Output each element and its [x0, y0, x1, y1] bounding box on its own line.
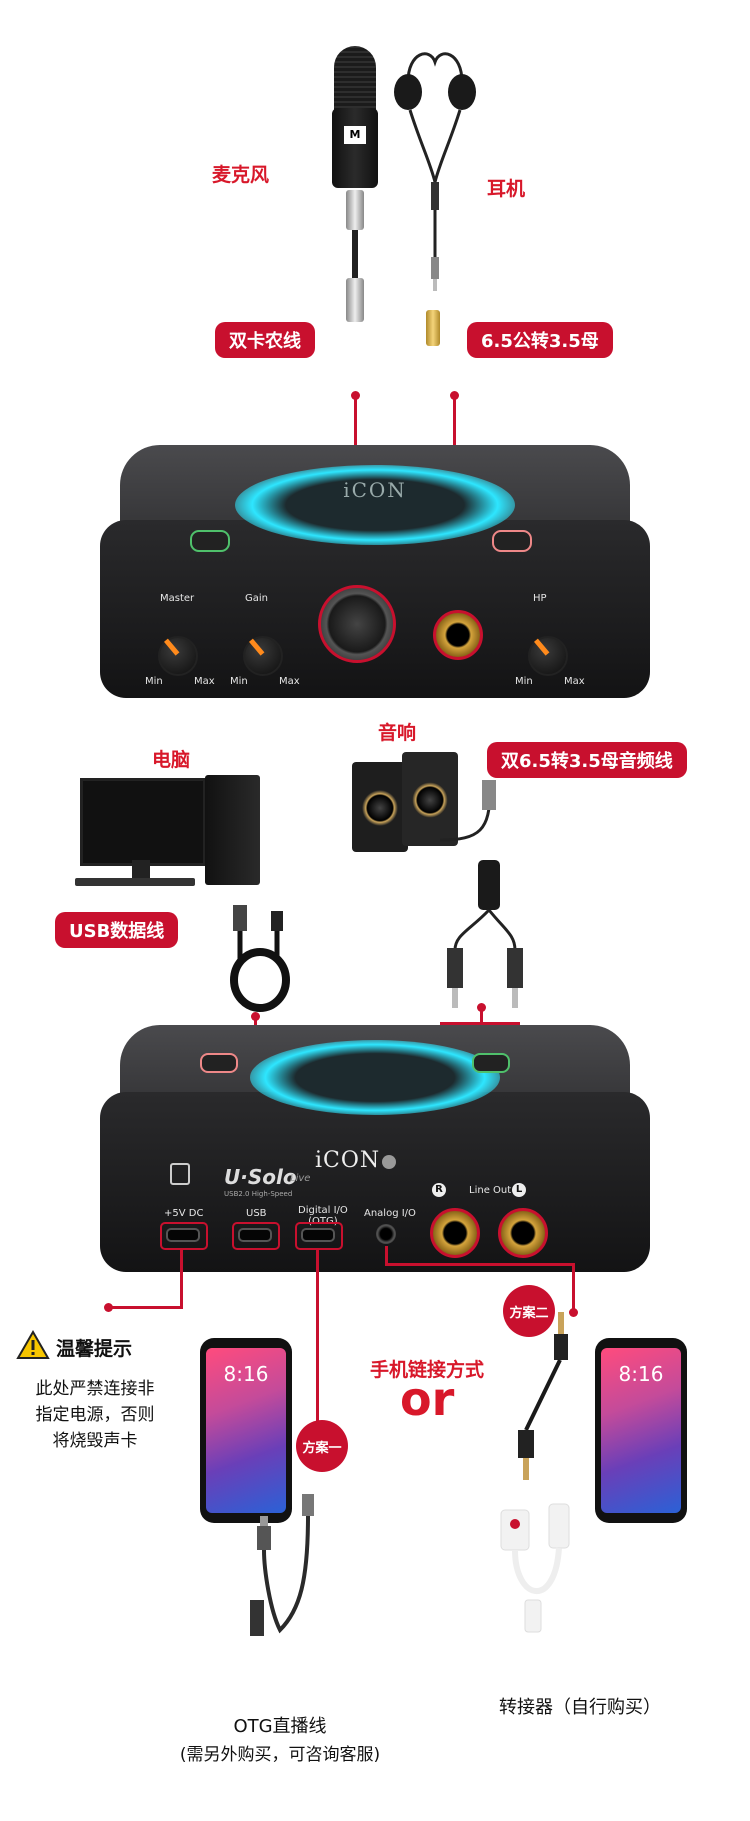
combo-xlr-input[interactable]: [318, 585, 396, 663]
headphone-jack[interactable]: [433, 610, 483, 660]
usb-cable-image: [230, 905, 290, 1012]
phone-method-label: 手机链接方式: [370, 1359, 485, 1381]
analog-io-port[interactable]: [376, 1224, 396, 1244]
adapter-65-image: [426, 310, 440, 346]
warning-triangle-icon: [16, 1330, 50, 1359]
port-highlight: [295, 1222, 343, 1250]
wire: [480, 1008, 483, 1022]
gain-label: Gain: [245, 593, 268, 604]
warning-line: 将烧毁声卡: [52, 1431, 138, 1451]
port-digital-label: Digital I/O (OTG): [298, 1205, 348, 1227]
line-out-label: Line Out: [469, 1185, 512, 1196]
port-highlight: [232, 1222, 280, 1250]
xlr-cable-image: [340, 190, 370, 340]
hp-knob[interactable]: [528, 636, 568, 676]
model-name: U·Solo: [224, 1165, 297, 1189]
min-label: Min: [515, 676, 533, 687]
usb-port[interactable]: [238, 1228, 272, 1242]
wire-dot: [450, 391, 459, 400]
master-knob[interactable]: [158, 636, 198, 676]
port-usb-label: USB: [246, 1208, 267, 1219]
dc-port[interactable]: [166, 1228, 200, 1242]
port-highlight: [160, 1222, 208, 1250]
wire: [385, 1246, 388, 1266]
warning-title: 温馨提示: [56, 1338, 133, 1360]
converter-caption: 转接器（自行购买）: [499, 1697, 661, 1718]
min-label: Min: [230, 676, 248, 687]
led-left: [200, 1053, 238, 1073]
led-right: [472, 1053, 510, 1073]
phone-left: 8:16: [200, 1338, 292, 1523]
phone-time: 8:16: [223, 1362, 269, 1386]
line-out-r-jack[interactable]: [430, 1208, 480, 1258]
adapter-tag: 6.5公转3.5母: [467, 322, 613, 358]
xlr-cable-tag: 双卡农线: [215, 322, 315, 358]
microphone-image: M: [330, 46, 380, 191]
wire: [110, 1306, 183, 1309]
wire-dot: [251, 1012, 260, 1021]
lock-icon: [170, 1163, 190, 1185]
max-label: Max: [279, 676, 300, 687]
aux-cable-image: [518, 1312, 568, 1480]
master-label: Master: [160, 593, 195, 604]
l-channel-label: L: [512, 1183, 526, 1197]
model-desc: USB2.0 High-Speed: [224, 1190, 293, 1198]
otg-note-caption: (需另外购买，可咨询客服): [179, 1745, 381, 1765]
scheme-two-badge: 方案二: [503, 1285, 555, 1337]
wire: [180, 1248, 183, 1308]
phone-right: 8:16: [595, 1338, 687, 1523]
hp-label: HP: [533, 593, 547, 604]
warning-line: 指定电源，否则: [35, 1405, 155, 1425]
status-led-left: [190, 530, 230, 552]
wire: [440, 1022, 520, 1025]
back-brand-logo: iCON: [315, 1148, 381, 1173]
computer-label: 电脑: [152, 749, 191, 771]
wire-dot: [351, 391, 360, 400]
r-channel-label: R: [432, 1183, 446, 1197]
wire: [316, 1248, 319, 1428]
logo-circle-icon: [382, 1155, 396, 1169]
dual-65-cable-tag: 双6.5转3.5母音频线: [487, 742, 687, 778]
line-out-l-jack[interactable]: [498, 1208, 548, 1258]
wire-dot: [104, 1303, 113, 1312]
port-dc-label: +5V DC: [164, 1208, 204, 1219]
glow-ring: [250, 1040, 500, 1115]
otg-cable-caption: OTG直播线: [233, 1716, 327, 1737]
brand-logo: iCON: [343, 478, 407, 502]
wire: [572, 1263, 575, 1311]
phone-time: 8:16: [618, 1362, 664, 1386]
dual-65-cable-image: [439, 780, 523, 1008]
warning-line: 此处严禁连接非: [35, 1379, 155, 1399]
wire-dot: [569, 1308, 578, 1317]
earphones-label: 耳机: [487, 178, 526, 200]
model-sub: Live: [290, 1173, 311, 1184]
earphones-image: [394, 52, 476, 291]
status-led-right: [492, 530, 532, 552]
or-label: or: [400, 1372, 455, 1426]
microphone-label: 麦克风: [212, 164, 270, 186]
converter-image: [500, 1503, 570, 1633]
gain-knob[interactable]: [243, 636, 283, 676]
min-label: Min: [145, 676, 163, 687]
port-analog-label: Analog I/O: [364, 1208, 416, 1219]
max-label: Max: [564, 676, 585, 687]
wire-dot: [477, 1003, 486, 1012]
max-label: Max: [194, 676, 215, 687]
glow-ring: [235, 465, 515, 545]
wire: [385, 1263, 575, 1266]
speakers-label: 音响: [378, 722, 417, 744]
otg-cable-image: [250, 1494, 314, 1636]
scheme-one-badge: 方案一: [296, 1420, 348, 1472]
usb-cable-tag: USB数据线: [55, 912, 179, 948]
otg-port[interactable]: [301, 1228, 335, 1242]
